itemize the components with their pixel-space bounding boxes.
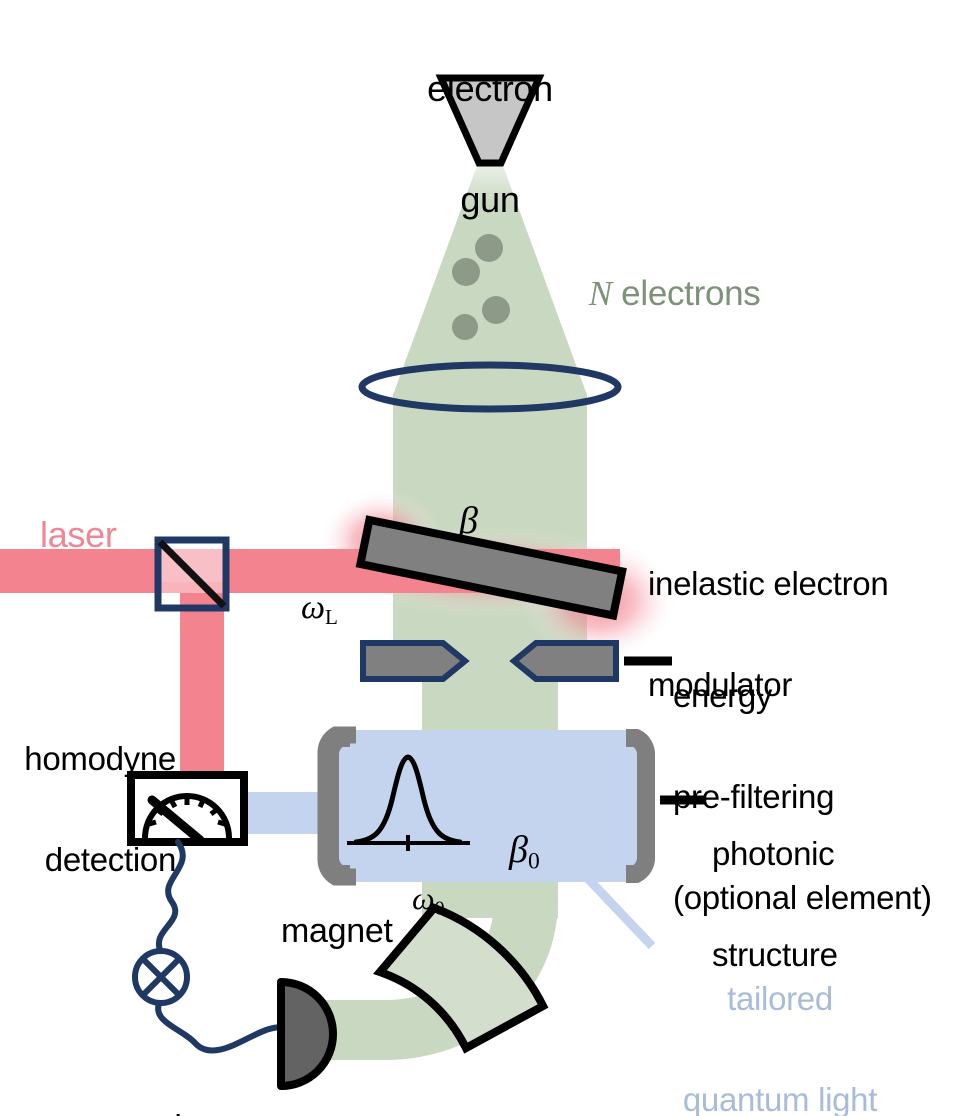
laser-label: laser: [40, 514, 117, 555]
spectrum-plot: [347, 754, 470, 851]
photonic-structure-label-line1: photonic: [712, 835, 835, 873]
magnet-icon: [373, 903, 549, 1054]
omega-l-symbol: ω: [301, 589, 326, 626]
beam-splitter-icon: [154, 536, 230, 612]
beta-zero-label: β0: [471, 784, 540, 920]
n-electrons-symbol: N: [588, 273, 612, 313]
photonic-structure-label: photonic structure: [712, 770, 838, 1039]
magnet-label: magnet: [281, 912, 393, 950]
inelastic-modulator-label-line2: modulator: [648, 666, 793, 704]
energy-prefilter-arrows: [360, 640, 672, 682]
electron-gun-label-line1: electron: [427, 68, 553, 110]
omega-zero-subscript: 0: [434, 897, 445, 920]
electron-gun-icon: [435, 74, 545, 167]
electron-detector-label-line1: electron: [120, 1111, 310, 1116]
electron-dots: [452, 234, 510, 340]
omega-l-label: ωL: [267, 551, 338, 668]
tailored-quantum-light-line1: tailored: [727, 980, 833, 1018]
inelastic-electron-modulator-icon: [355, 515, 627, 621]
n-electrons-text: electrons: [611, 273, 761, 313]
electron-lens-icon: [358, 361, 622, 413]
energy-prefiltering-label-line3: (optional element): [673, 879, 932, 917]
electron-gun-label-line2: gun: [460, 178, 520, 220]
electron-gun-label: electron gun: [380, 0, 600, 292]
omega-l-subscript: L: [325, 604, 338, 629]
electron-detector-icon: [277, 978, 337, 1090]
omega-zero-label: ω0: [380, 843, 445, 958]
homodyne-detection-label-line2: detection: [44, 841, 177, 879]
energy-prefiltering-label-line1: energy: [673, 677, 773, 715]
omega-zero-symbol: ω: [412, 880, 435, 916]
tailored-quantum-light-label: tailored quantum light state: [640, 915, 920, 1116]
beta-label: β: [459, 500, 478, 542]
tailored-quantum-light-line2: quantum light: [682, 1081, 878, 1116]
energy-prefiltering-label: energy pre-filtering (optional element): [673, 612, 932, 982]
photonic-structure-label-line2: structure: [712, 936, 838, 974]
homodyne-detection-label-line1: homodyne: [24, 740, 176, 778]
inelastic-modulator-label: inelastic electron modulator: [648, 500, 889, 769]
beta-zero-symbol: β: [509, 829, 528, 871]
energy-prefiltering-label-line2: pre-filtering: [673, 778, 835, 816]
correlator-icon: [132, 948, 190, 1006]
inelastic-modulator-label-line1: inelastic electron: [648, 565, 889, 603]
beta-zero-subscript: 0: [527, 848, 540, 875]
homodyne-meter-icon: [127, 771, 248, 846]
electron-detector-label: electron detector: [120, 1042, 310, 1116]
n-electrons-label: N electrons: [551, 240, 761, 347]
homodyne-detection-label: homodyne detection: [0, 675, 176, 944]
